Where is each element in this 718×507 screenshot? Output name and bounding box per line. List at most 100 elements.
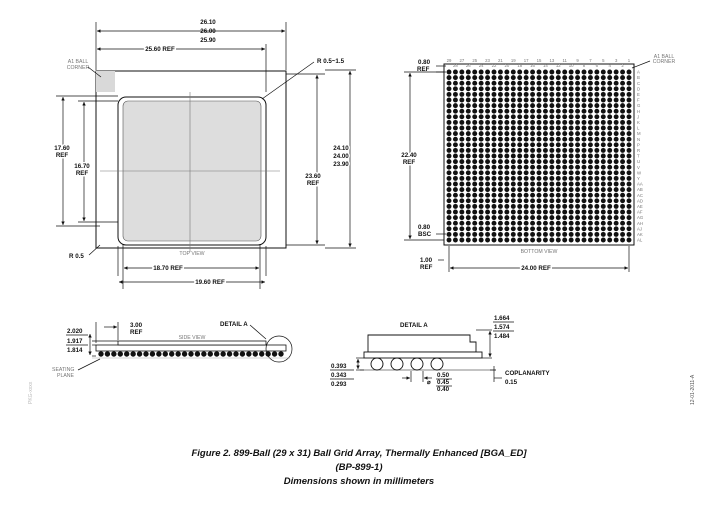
ball bbox=[459, 114, 465, 120]
ball bbox=[600, 231, 606, 237]
ball bbox=[452, 75, 458, 81]
ball bbox=[523, 187, 529, 193]
detail-a-callout: DETAIL A bbox=[220, 321, 248, 328]
ball bbox=[497, 91, 503, 97]
ball bbox=[446, 69, 452, 75]
ball bbox=[594, 103, 600, 109]
ball bbox=[478, 175, 484, 181]
ball bbox=[607, 231, 613, 237]
column-label: 21 bbox=[498, 58, 503, 63]
ball bbox=[575, 119, 581, 125]
ball bbox=[607, 108, 613, 114]
ball bbox=[542, 97, 548, 103]
ball bbox=[485, 215, 491, 221]
detail-title: DETAIL A bbox=[400, 322, 428, 329]
ball bbox=[626, 175, 632, 181]
ball bbox=[510, 198, 516, 204]
side-ball bbox=[239, 351, 246, 357]
ball bbox=[504, 237, 510, 243]
ball bbox=[510, 187, 516, 193]
side-ball bbox=[162, 351, 168, 357]
ball bbox=[607, 170, 613, 176]
ball bbox=[607, 215, 613, 221]
ball bbox=[620, 114, 626, 120]
ball bbox=[504, 97, 510, 103]
column-label: 28 bbox=[453, 63, 458, 68]
ball bbox=[594, 97, 600, 103]
ball bbox=[555, 75, 561, 81]
ball bbox=[562, 108, 568, 114]
ball bbox=[568, 164, 574, 170]
ball bbox=[485, 136, 491, 142]
ball bbox=[575, 86, 581, 92]
ball bbox=[607, 198, 613, 204]
side-h-nom: 1.917 bbox=[67, 338, 83, 345]
ball bbox=[491, 231, 497, 237]
a1-corner-marker bbox=[96, 71, 115, 92]
ball bbox=[530, 97, 536, 103]
ball bbox=[517, 80, 523, 86]
ball bbox=[542, 91, 548, 97]
ball bbox=[465, 108, 471, 114]
ball bbox=[536, 237, 542, 243]
detail-top-min: 1.484 bbox=[494, 333, 510, 340]
ball bbox=[536, 136, 542, 142]
ball bbox=[607, 226, 613, 232]
ball bbox=[465, 147, 471, 153]
ball bbox=[497, 147, 503, 153]
side-ball bbox=[111, 351, 117, 357]
ball bbox=[491, 237, 497, 243]
ball bbox=[555, 159, 561, 165]
ball bbox=[504, 91, 510, 97]
ball bbox=[607, 86, 613, 92]
ball bbox=[530, 170, 536, 176]
ball bbox=[472, 231, 478, 237]
side-h-max: 2.020 bbox=[67, 328, 83, 335]
ball bbox=[626, 108, 632, 114]
ball bbox=[600, 209, 606, 215]
leader-line bbox=[88, 244, 101, 256]
ball bbox=[562, 175, 568, 181]
ball bbox=[517, 108, 523, 114]
ball bbox=[542, 237, 548, 243]
ball bbox=[523, 159, 529, 165]
ball bbox=[446, 114, 452, 120]
ball bbox=[472, 131, 478, 137]
ball bbox=[491, 131, 497, 137]
ball bbox=[542, 108, 548, 114]
substrate bbox=[95, 344, 287, 352]
ball bbox=[613, 164, 619, 170]
ball bbox=[600, 187, 606, 193]
leader-line bbox=[631, 60, 651, 69]
ball bbox=[594, 131, 600, 137]
ball bbox=[555, 164, 561, 170]
ball bbox=[594, 198, 600, 204]
top-view-label: TOP VIEW bbox=[179, 251, 204, 257]
ball bbox=[562, 192, 568, 198]
side-view-balls bbox=[98, 351, 284, 357]
ball bbox=[626, 220, 632, 226]
ball bbox=[620, 159, 626, 165]
ball bbox=[568, 103, 574, 109]
ball bbox=[555, 231, 561, 237]
ball bbox=[555, 175, 561, 181]
ball bbox=[485, 75, 491, 81]
ball bbox=[613, 215, 619, 221]
ball bbox=[549, 226, 555, 232]
ball bbox=[478, 86, 484, 92]
ball bbox=[568, 86, 574, 92]
ball bbox=[446, 142, 452, 148]
ball bbox=[530, 175, 536, 181]
ball bbox=[613, 175, 619, 181]
ball bbox=[542, 147, 548, 153]
ball bbox=[478, 187, 484, 193]
side-ball bbox=[226, 351, 233, 357]
ball bbox=[600, 142, 606, 148]
ball bbox=[472, 198, 478, 204]
row-label: R bbox=[637, 148, 640, 153]
ball bbox=[465, 192, 471, 198]
ball bbox=[594, 159, 600, 165]
column-label: 3 bbox=[615, 58, 618, 63]
ball bbox=[587, 86, 593, 92]
ball bbox=[587, 220, 593, 226]
